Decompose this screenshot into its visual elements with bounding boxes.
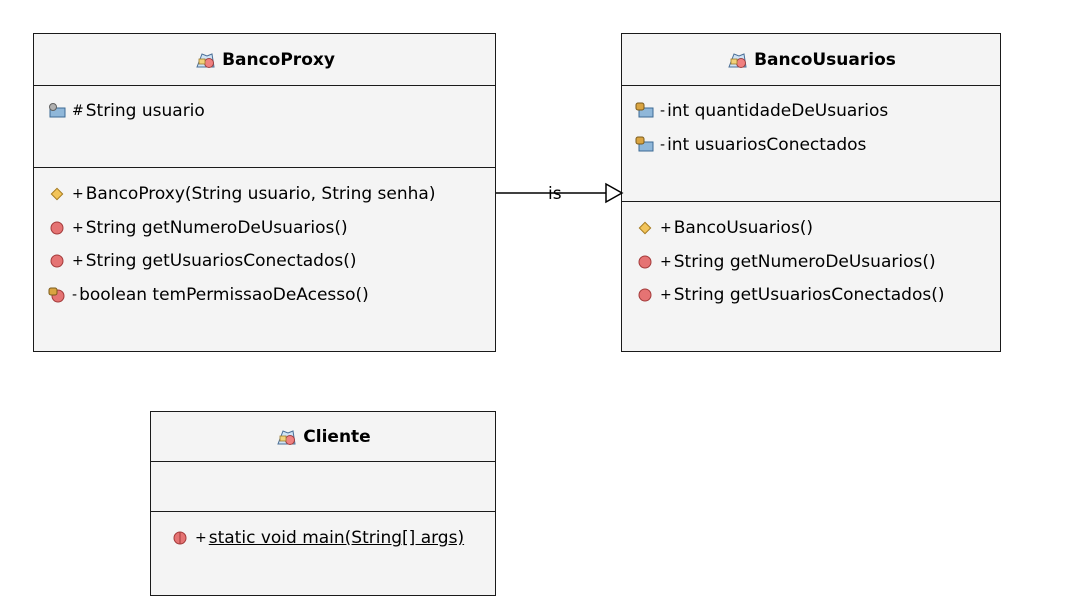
operation-text: static void main(String[] args) xyxy=(208,528,465,548)
static-method-icon xyxy=(169,528,191,548)
operation-row[interactable]: + BancoProxy(String usuario, String senh… xyxy=(34,184,495,218)
class-icon xyxy=(194,50,216,70)
operations-section: + BancoProxy(String usuario, String senh… xyxy=(34,168,495,318)
visibility-marker: + xyxy=(195,530,207,546)
class-bancoproxy[interactable]: BancoProxy # String usuario + BancoProxy… xyxy=(33,33,496,352)
visibility-marker: - xyxy=(660,103,666,119)
operation-row[interactable]: + String getUsuariosConectados() xyxy=(622,285,1000,319)
protected-field-icon xyxy=(46,101,68,121)
operation-text: boolean temPermissaoDeAcesso() xyxy=(79,284,369,305)
class-icon xyxy=(275,427,297,447)
class-name: BancoUsuarios xyxy=(754,49,896,70)
operation-text: BancoProxy(String usuario, String senha) xyxy=(85,184,436,204)
public-method-icon xyxy=(46,251,68,271)
visibility-marker: + xyxy=(72,219,84,236)
attribute-row[interactable]: - int quantidadeDeUsuarios xyxy=(622,101,1000,135)
private-field-icon xyxy=(634,135,656,155)
attribute-text: int quantidadeDeUsuarios xyxy=(667,101,889,121)
attribute-text: String usuario xyxy=(85,101,205,121)
class-header: BancoProxy xyxy=(34,34,495,86)
operation-row[interactable]: - boolean temPermissaoDeAcesso() xyxy=(34,285,495,319)
operation-row[interactable]: + String getNumeroDeUsuarios() xyxy=(622,252,1000,286)
attribute-row[interactable]: - int usuariosConectados xyxy=(622,135,1000,169)
public-method-icon xyxy=(634,285,656,305)
operations-section: + static void main(String[] args) xyxy=(151,512,495,562)
attributes-section: - int quantidadeDeUsuarios - int usuario… xyxy=(622,86,1000,202)
class-bancousuarios[interactable]: BancoUsuarios - int quantidadeDeUsuarios… xyxy=(621,33,1001,352)
attribute-text: int usuariosConectados xyxy=(667,134,867,155)
operation-text: String getUsuariosConectados() xyxy=(673,285,945,305)
constructor-icon xyxy=(634,218,656,238)
operation-row[interactable]: + String getNumeroDeUsuarios() xyxy=(34,218,495,252)
class-icon xyxy=(726,50,748,70)
class-name: BancoProxy xyxy=(222,49,335,70)
operation-text: String getNumeroDeUsuarios() xyxy=(673,251,936,272)
operation-text: String getNumeroDeUsuarios() xyxy=(85,217,348,238)
operation-row[interactable]: + static void main(String[] args) xyxy=(157,528,495,562)
visibility-marker: + xyxy=(660,220,672,236)
operation-row[interactable]: + BancoUsuarios() xyxy=(622,218,1000,252)
relation-label: is xyxy=(548,184,562,204)
private-field-icon xyxy=(634,101,656,121)
class-cliente[interactable]: Cliente + static void main(String[] args… xyxy=(150,411,496,596)
visibility-marker: - xyxy=(72,286,78,303)
operation-text: String getUsuariosConectados() xyxy=(85,251,357,271)
attributes-section: # String usuario xyxy=(34,86,495,168)
operations-section: + BancoUsuarios() + String getNumeroDeUs… xyxy=(622,202,1000,319)
public-method-icon xyxy=(46,218,68,238)
inheritance-arrowhead-icon xyxy=(605,182,624,204)
private-method-icon xyxy=(46,285,68,305)
visibility-marker: + xyxy=(660,253,672,270)
attributes-section xyxy=(151,462,495,512)
operation-row[interactable]: + String getUsuariosConectados() xyxy=(34,251,495,285)
constructor-icon xyxy=(46,184,68,204)
visibility-marker: + xyxy=(72,186,84,202)
class-name: Cliente xyxy=(303,426,371,447)
visibility-marker: + xyxy=(660,287,672,303)
attribute-row[interactable]: # String usuario xyxy=(34,101,495,135)
public-method-icon xyxy=(634,252,656,272)
visibility-marker: # xyxy=(72,103,84,119)
operation-text: BancoUsuarios() xyxy=(673,218,814,238)
visibility-marker: + xyxy=(72,253,84,269)
visibility-marker: - xyxy=(660,136,666,153)
class-header: Cliente xyxy=(151,412,495,462)
class-header: BancoUsuarios xyxy=(622,34,1000,86)
